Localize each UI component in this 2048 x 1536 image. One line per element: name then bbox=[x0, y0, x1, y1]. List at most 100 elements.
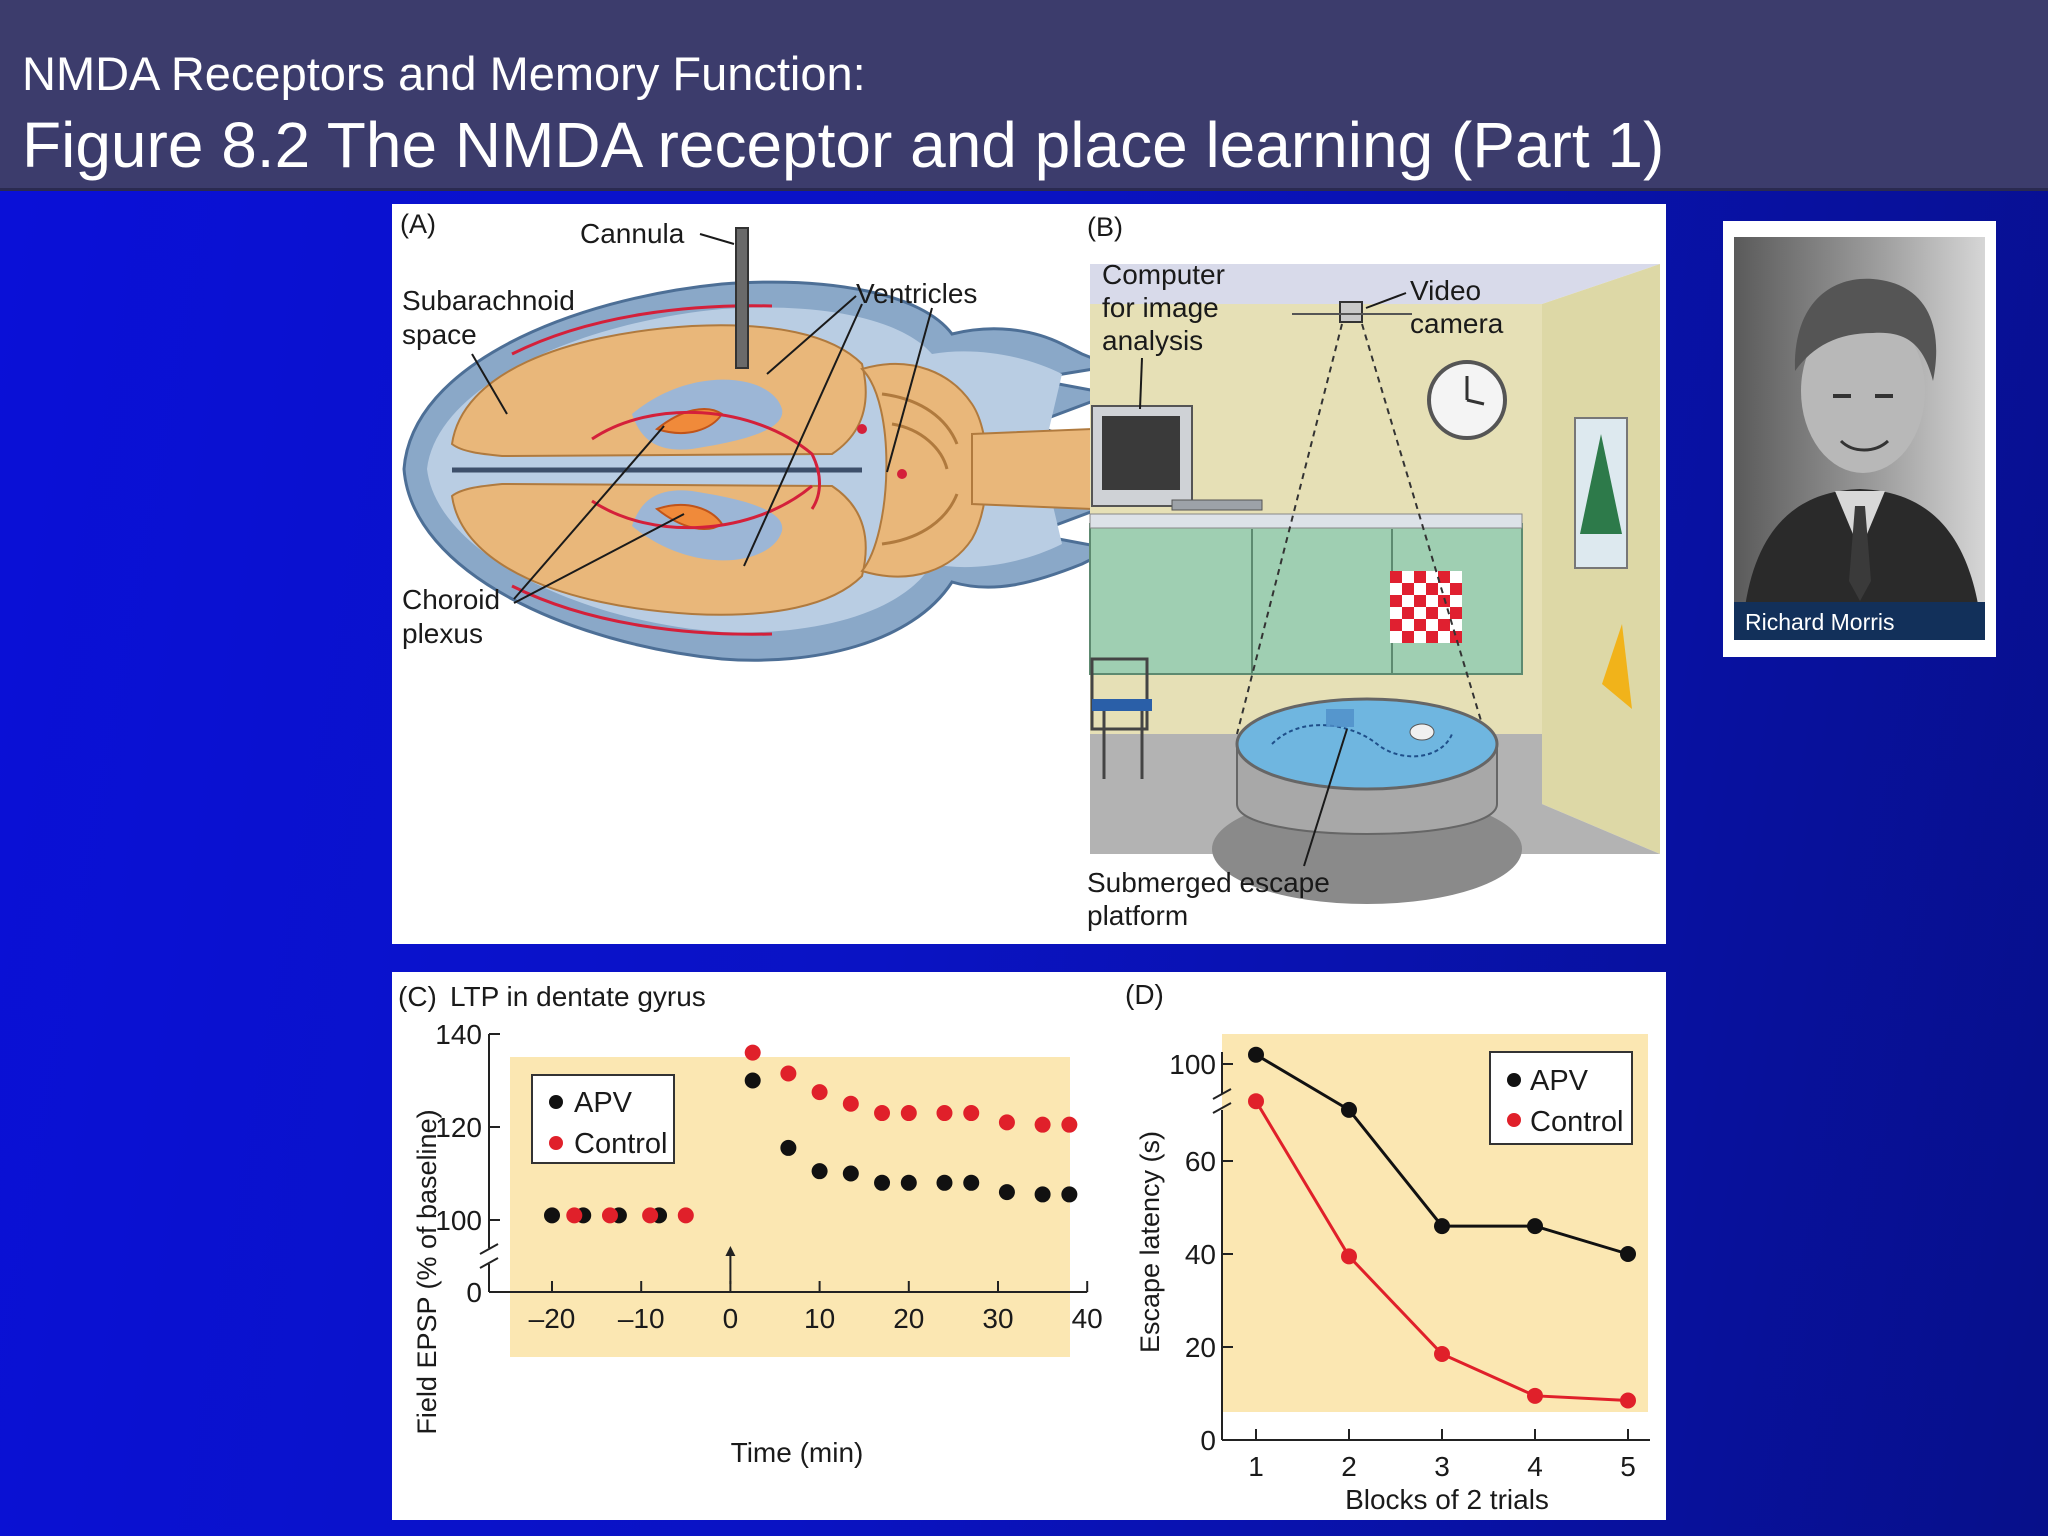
chart-d-ylabel: Escape latency (s) bbox=[1135, 1131, 1165, 1353]
chart-c-point-control bbox=[811, 1084, 828, 1101]
computer-label-line1: Computer bbox=[1102, 259, 1225, 290]
chart-c-y-tick-label: 100 bbox=[435, 1205, 482, 1236]
chart-d-x-tick-label: 3 bbox=[1434, 1451, 1450, 1482]
chart-d-y-break-1 bbox=[1212, 1088, 1232, 1100]
portrait-photo bbox=[1734, 237, 1985, 640]
chart-d-y-tick-label: 0 bbox=[1200, 1425, 1216, 1456]
checkerboard-cue bbox=[1390, 571, 1462, 643]
chart-c-point-control bbox=[744, 1044, 761, 1061]
chart-d-legend: APV Control bbox=[1489, 1051, 1633, 1145]
platform-label-line1: Submerged escape bbox=[1087, 867, 1330, 898]
chart-d-x-tick-label: 4 bbox=[1527, 1451, 1543, 1482]
choroid-label-line2: plexus bbox=[402, 618, 483, 649]
chart-c-xlabel: Time (min) bbox=[731, 1437, 864, 1468]
chart-c-point-control bbox=[998, 1114, 1015, 1131]
portrait-caption: Richard Morris bbox=[1745, 609, 1895, 635]
chart-c-stimulus-arrowhead bbox=[725, 1246, 736, 1256]
chart-c-point-apv bbox=[900, 1174, 917, 1191]
chart-c-legend: APV Control bbox=[531, 1074, 675, 1164]
chart-c-point-apv bbox=[963, 1174, 980, 1191]
platform-label-line2: platform bbox=[1087, 900, 1188, 931]
chart-d-point-apv bbox=[1248, 1046, 1264, 1063]
chart-d-point-apv bbox=[1434, 1218, 1450, 1235]
chart-d-point-control bbox=[1527, 1387, 1543, 1404]
chart-c: (C) LTP in dentate gyrus 0100120140–20–1… bbox=[398, 981, 1103, 1468]
water-maze-illustration bbox=[1089, 264, 1660, 904]
chart-d-legend-control: Control bbox=[1530, 1106, 1624, 1138]
chart-c-point-control bbox=[1034, 1116, 1051, 1133]
chart-c-point-apv bbox=[1034, 1186, 1051, 1203]
chart-c-x-tick-label: –20 bbox=[529, 1303, 576, 1334]
chart-c-point-apv bbox=[744, 1072, 761, 1089]
chart-d-x-tick-label: 5 bbox=[1620, 1451, 1636, 1482]
chart-d-point-control bbox=[1620, 1392, 1636, 1409]
legend-d-apv-marker bbox=[1507, 1073, 1521, 1087]
chart-d-point-apv bbox=[1527, 1218, 1543, 1235]
chart-d-point-control bbox=[1248, 1093, 1264, 1110]
chart-d-point-control bbox=[1341, 1248, 1357, 1265]
chart-d-x-tick-label: 1 bbox=[1248, 1451, 1264, 1482]
chart-c-ylabel: Field EPSP (% of baseline) bbox=[412, 1109, 442, 1434]
computer-label-line2: for image bbox=[1102, 292, 1219, 323]
chart-d-y-tick-label: 60 bbox=[1185, 1146, 1216, 1177]
chart-d-x-tick-label: 2 bbox=[1341, 1451, 1357, 1482]
chart-c-point-apv bbox=[842, 1165, 859, 1182]
chart-c-point-apv bbox=[874, 1174, 891, 1191]
chart-c-letter: (C) bbox=[398, 981, 437, 1012]
chart-c-point-control bbox=[1061, 1116, 1078, 1133]
chart-c-point-control bbox=[677, 1207, 694, 1224]
chart-d-y-tick-label: 40 bbox=[1185, 1239, 1216, 1270]
chart-c-point-control bbox=[874, 1105, 891, 1122]
chart-c-point-apv bbox=[544, 1207, 560, 1224]
chart-c-y-break-1 bbox=[479, 1243, 499, 1255]
slide-title: Figure 8.2 The NMDA receptor and place l… bbox=[22, 109, 1665, 181]
chart-c-legend-apv: APV bbox=[574, 1087, 633, 1119]
chart-c-point-control bbox=[900, 1105, 917, 1122]
chart-c-x-tick-label: 40 bbox=[1072, 1303, 1103, 1334]
chart-d-xlabel: Blocks of 2 trials bbox=[1345, 1484, 1549, 1515]
chart-d-y-tick-label: 100 bbox=[1169, 1049, 1216, 1080]
computer-label-line3: analysis bbox=[1102, 325, 1203, 356]
chart-c-point-control bbox=[842, 1095, 859, 1112]
chart-c-point-control bbox=[780, 1065, 797, 1082]
slide-subtitle: NMDA Receptors and Memory Function: bbox=[22, 47, 866, 100]
chart-c-y-break-2 bbox=[479, 1257, 499, 1269]
subarachnoid-label-line1: Subarachnoid bbox=[402, 285, 575, 316]
portrait-photo-frame: Richard Morris bbox=[1723, 221, 1996, 657]
chart-c-point-apv bbox=[998, 1184, 1015, 1201]
figure-top-panel: (A) bbox=[392, 204, 1666, 944]
brain-illustration bbox=[402, 227, 1118, 662]
choroid-label-line1: Choroid bbox=[402, 584, 500, 615]
chart-c-point-control bbox=[963, 1105, 980, 1122]
chart-c-point-control bbox=[601, 1207, 618, 1224]
chart-d-axes: 0 20 40 60 100 1 2 3 4 5 bbox=[1169, 1049, 1650, 1482]
video-label-line2: camera bbox=[1410, 308, 1504, 339]
chart-d-point-apv bbox=[1341, 1101, 1357, 1118]
chart-d-y-tick-label: 20 bbox=[1185, 1332, 1216, 1363]
charts-svg: (C) LTP in dentate gyrus 0100120140–20–1… bbox=[398, 979, 1650, 1515]
chart-d: (D) 0 20 40 60 100 1 2 3 4 5 APV Control Blocks o… bbox=[1125, 979, 1650, 1515]
chart-c-point-control bbox=[936, 1105, 953, 1122]
cannula-label: Cannula bbox=[580, 218, 685, 249]
chart-c-points bbox=[544, 1044, 1078, 1224]
chart-c-x-tick-label: 0 bbox=[723, 1303, 739, 1334]
chart-d-letter: (D) bbox=[1125, 979, 1164, 1010]
chart-c-y-tick-label: 0 bbox=[466, 1277, 482, 1308]
chart-d-legend-apv: APV bbox=[1530, 1065, 1589, 1097]
chart-c-point-apv bbox=[1061, 1186, 1078, 1203]
panel-b-letter: (B) bbox=[1087, 212, 1123, 242]
chart-d-point-apv bbox=[1620, 1246, 1636, 1262]
chart-c-x-tick-label: –10 bbox=[618, 1303, 665, 1334]
chart-c-legend-control: Control bbox=[574, 1128, 668, 1160]
ventricles-label: Ventricles bbox=[856, 278, 977, 309]
chart-d-y-break-2 bbox=[1212, 1102, 1232, 1114]
chart-c-point-apv bbox=[811, 1163, 828, 1180]
chart-c-point-control bbox=[566, 1207, 583, 1224]
chart-c-x-tick-label: 20 bbox=[893, 1303, 924, 1334]
chart-d-lines bbox=[1248, 1046, 1636, 1409]
chart-c-y-tick-label: 120 bbox=[435, 1112, 482, 1143]
video-label-line1: Video bbox=[1410, 275, 1481, 306]
legend-control-marker bbox=[549, 1136, 563, 1150]
